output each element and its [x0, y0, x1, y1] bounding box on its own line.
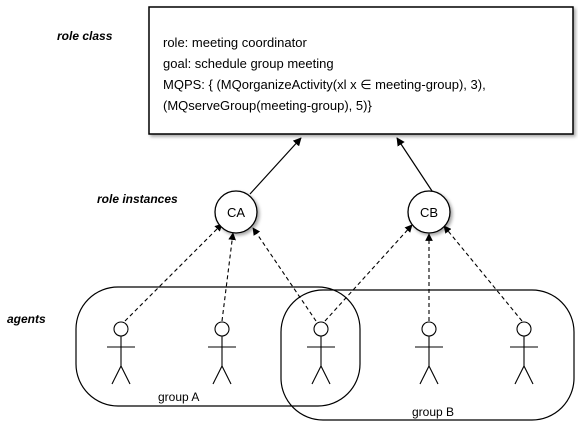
agent-icon [208, 321, 236, 385]
cb-to-role-arrow [396, 137, 435, 195]
cb-node-label: CB [420, 205, 438, 220]
role-line: role: meeting coordinator [163, 35, 307, 50]
agent2-to-ca-arrow [221, 232, 236, 322]
agent-icon [415, 321, 443, 385]
agents-label: agents [7, 312, 46, 326]
agent1-to-ca-arrow [124, 223, 223, 322]
agent3-to-cb-arrow [324, 224, 413, 322]
agent5-to-cb-arrow [443, 225, 523, 322]
goal-line: goal: schedule group meeting [163, 56, 334, 71]
agent-icon [510, 321, 538, 385]
group-a-label: group A [158, 390, 199, 404]
group-b-outline [280, 289, 575, 421]
role-class-box [148, 6, 574, 135]
mqps-line-continued: (MQserveGroup(meeting-group), 5)} [163, 98, 372, 113]
role-instances-label: role instances [97, 192, 178, 206]
ca-node-label: CA [227, 205, 245, 220]
cb-node [407, 190, 451, 234]
role-class-label: role class [57, 29, 113, 43]
group-b-label: group B [412, 405, 454, 419]
agent3-to-ca-arrow [252, 227, 317, 322]
ca-to-role-arrow [249, 137, 302, 195]
group-a-outline [75, 286, 361, 407]
agent-icon [107, 321, 135, 385]
mqps-line: MQPS: { (MQorganizeActivity(xl x ∈ meeti… [163, 77, 486, 92]
agent-icon [307, 321, 335, 385]
ca-node [214, 190, 258, 234]
